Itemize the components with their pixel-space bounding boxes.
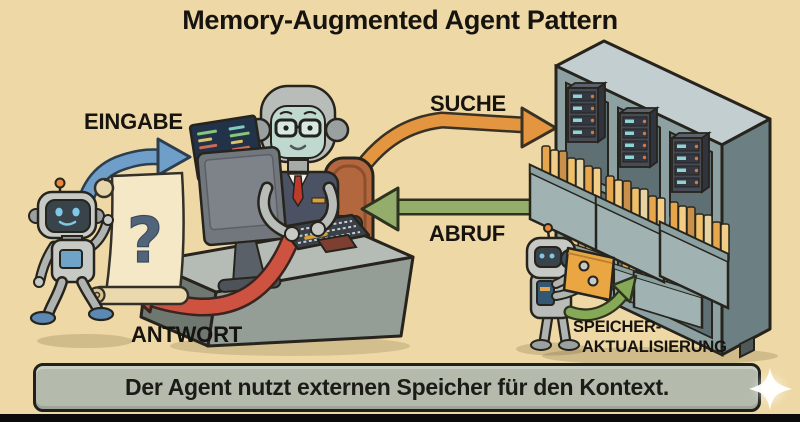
user-robot-face (45, 199, 91, 233)
caption-banner: Der Agent nutzt externen Speicher für de… (33, 363, 761, 412)
memory-update-arrow-head (611, 274, 638, 304)
memory-update-arrow-label: SPEICHER- AKTUALISIERUNG (573, 317, 727, 357)
antenna-icon (54, 177, 66, 189)
held-folder (562, 246, 616, 302)
search-arrow-head (520, 106, 558, 149)
server-icon (567, 82, 606, 143)
search-arrow-label: SUCHE (430, 91, 507, 116)
tie (292, 175, 304, 208)
headphone-cup-icon (324, 117, 350, 143)
retrieval-arrow-head (360, 186, 400, 232)
answer-arrow-label: ANTWORT (131, 322, 243, 347)
question-mark: ? (127, 204, 163, 277)
memory-update-label-line1: SPEICHER- (573, 318, 662, 336)
robot-foot (530, 339, 552, 351)
server-icon (671, 132, 710, 193)
antenna-icon (543, 223, 553, 233)
update-robot-face (534, 246, 562, 268)
search-arrow (351, 106, 558, 179)
agent-arms (257, 181, 340, 242)
retrieval-arrow-label: ABRUF (429, 221, 505, 246)
bottom-border (0, 414, 800, 422)
page-title: Memory-Augmented Agent Pattern (182, 5, 618, 35)
input-arrow-head (156, 137, 192, 177)
robot-foot (87, 306, 115, 322)
input-arrow-label: EINGABE (84, 109, 183, 134)
server-icon (619, 107, 658, 168)
notebook (316, 233, 358, 254)
user-robot (28, 177, 115, 326)
memory-update-arrow (563, 274, 638, 322)
memory-update-arrow-shaft (565, 288, 629, 320)
update-robot (525, 223, 616, 351)
robot-foot (29, 310, 57, 326)
chest-panel (59, 249, 83, 269)
scroll-bottom-roll (90, 285, 190, 306)
memory-update-label-line2: AKTUALISIERUNG (582, 338, 727, 356)
sparkle-icon (749, 368, 792, 410)
robot-foot (558, 339, 580, 351)
caption-text: Der Agent nutzt externen Speicher für de… (125, 374, 669, 400)
scroll: ? (88, 171, 190, 306)
search-arrow-shaft (354, 113, 530, 176)
